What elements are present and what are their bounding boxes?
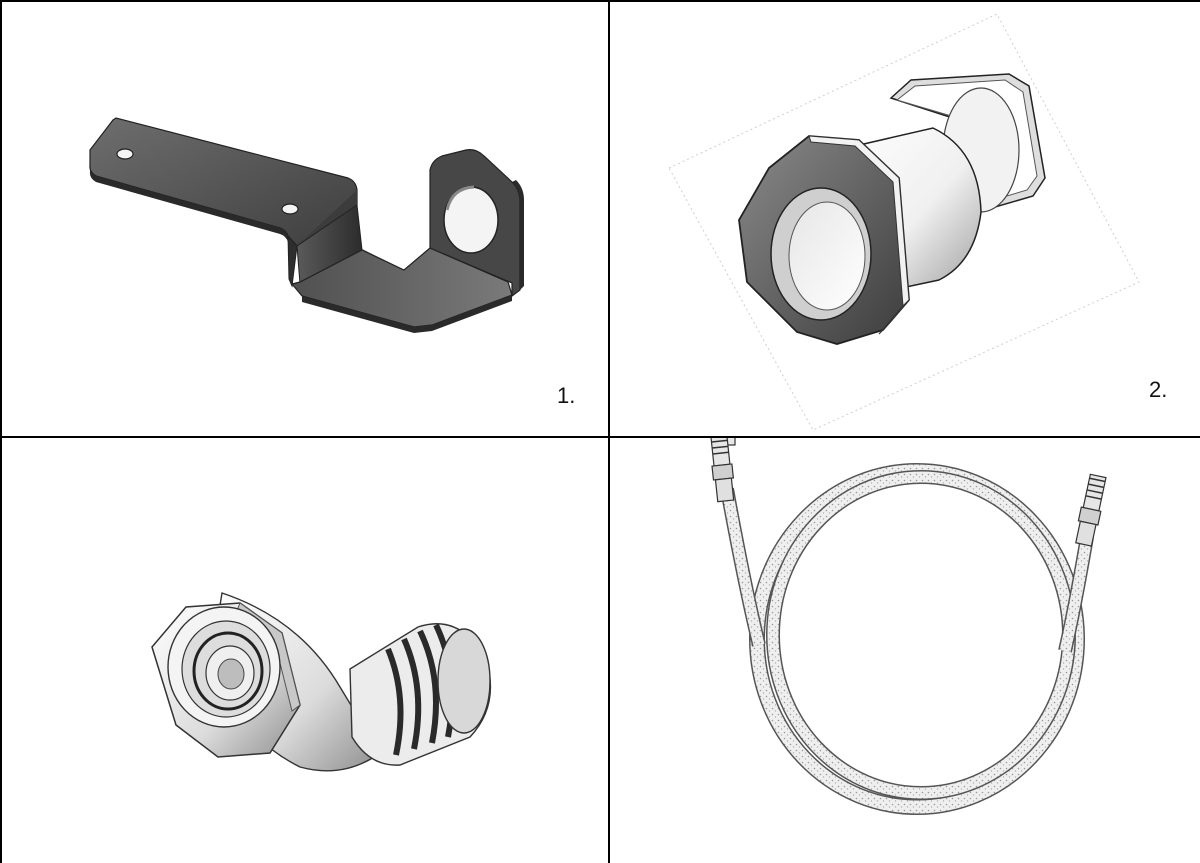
table-cell-hose [609, 437, 1200, 863]
table-cell-bracket: 1. [0, 0, 609, 437]
pipe-coupling-icon [668, 13, 1140, 431]
table-border-middle [0, 436, 1200, 438]
table-cell-elbow [0, 437, 609, 863]
bracket-icon [89, 117, 524, 333]
cell-number-label: 2. [1149, 377, 1168, 402]
hose-icon [709, 437, 1107, 815]
table-border-top [0, 0, 1200, 2]
table-cell-coupling: 2. [609, 0, 1200, 437]
cell-number-label: 1. [557, 383, 576, 408]
table-border-center [608, 0, 610, 863]
elbow-fitting-icon [151, 592, 492, 772]
table-border-left [0, 0, 2, 863]
